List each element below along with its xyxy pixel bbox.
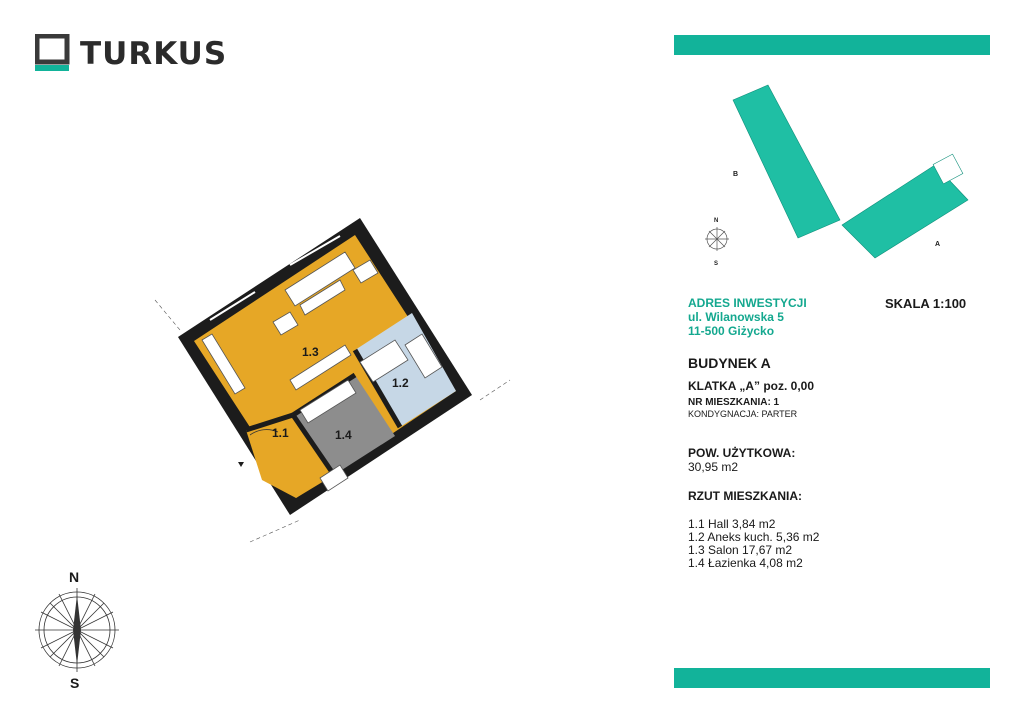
apartment-number: NR MIESZKANIA: 1 [688,397,780,408]
compass-north-label: N [69,569,80,585]
site-plan [705,84,969,259]
plan-label-bathroom: 1.4 [335,428,352,442]
plan-label-kitchen: 1.2 [392,376,409,390]
compass-south-label: S [70,675,80,691]
bottom-accent-bar [674,668,990,688]
room-item: 1.1 Hall 3,84 m2 [688,517,776,531]
bathtub [299,379,357,424]
address-heading: ADRES INWESTYCJI [688,296,807,310]
entrance-arrow-icon [238,462,244,467]
brand-logo: TURKUS [35,34,235,74]
sofa [284,251,356,307]
brand-name: TURKUS [80,36,228,72]
kitchen-counter [359,339,409,383]
plan-label-salon: 1.3 [302,345,319,359]
room-item: 1.3 Salon 17,67 m2 [688,543,793,557]
address-city: 11-500 Giżycko [688,324,775,338]
site-label-a: A [935,241,941,248]
storey-label: KONDYGNACJA: PARTER [688,409,798,419]
tv-unit [289,344,352,391]
rooms-list: 1.1 Hall 3,84 m2 1.2 Aneks kuch. 5,36 m2… [688,518,819,570]
site-compass-south: S [714,261,719,267]
logo-mark-icon [35,34,70,71]
plan-label-hall: 1.1 [272,426,289,440]
stairwell-label: KLATKA „A” poz. 0,00 [688,379,815,393]
compass-rose-icon [35,588,119,672]
building-name: BUDYNEK A [688,355,771,371]
rooms-heading: RZUT MIESZKANIA: [688,489,802,503]
site-label-b: B [733,171,739,178]
floor-plan [154,218,511,543]
room-item: 1.2 Aneks kuch. 5,36 m2 [688,530,820,544]
armchair [352,259,379,284]
top-accent-bar [674,35,990,55]
scale-label: SKALA 1:100 [885,296,967,311]
building-a-shape [841,164,969,259]
usable-area-label: POW. UŻYTKOWA: [688,446,796,460]
washbasin [319,464,349,492]
kitchen-area [355,313,456,427]
building-b-shape [732,84,841,239]
hall-area [246,415,334,498]
armchair [272,311,299,336]
site-compass-north: N [714,218,719,224]
coffee-table [299,279,346,316]
site-compass-icon [705,227,729,251]
dining-table [404,333,443,379]
cabinet [201,333,246,395]
address-street: ul. Wilanowska 5 [688,310,784,324]
room-item: 1.4 Łazienka 4,08 m2 [688,556,803,570]
usable-area-value: 30,95 m2 [688,460,739,474]
